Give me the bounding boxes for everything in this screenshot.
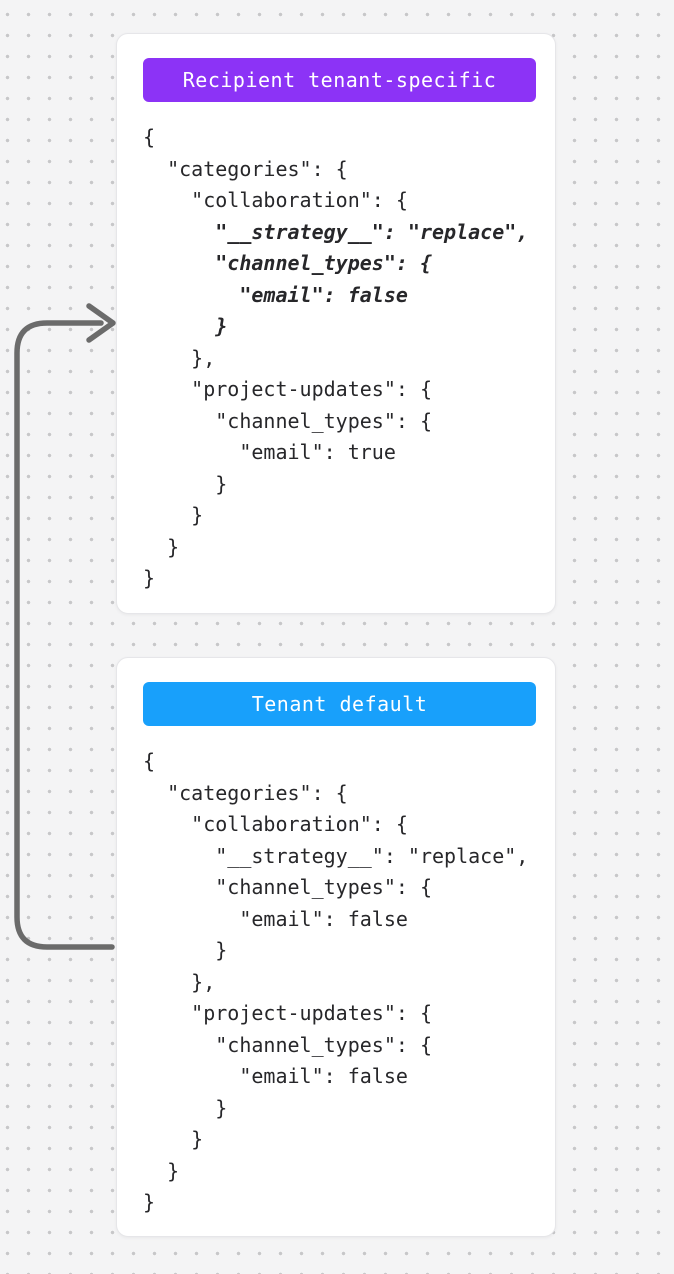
code-line: "email": false: [143, 1064, 408, 1088]
code-line: "collaboration": {: [143, 188, 408, 212]
code-line: }: [143, 1127, 204, 1151]
code-line: }: [143, 1158, 180, 1183]
code-line: "collaboration": {: [143, 812, 408, 836]
merge-arrow-shaft: [14, 320, 115, 950]
code-line: }: [143, 503, 204, 527]
code-line: },: [143, 345, 216, 370]
code-line: "email": false: [143, 282, 408, 307]
code-line: "project-updates": {: [143, 1001, 432, 1025]
code-line: "categories": {: [143, 156, 348, 181]
badge-tenant-default: Tenant default: [143, 682, 536, 726]
code-line: }: [143, 471, 228, 496]
code-line: "categories": {: [143, 780, 348, 805]
code-line: "__strategy__": "replace",: [143, 843, 529, 868]
merge-arrow-head: [86, 303, 116, 343]
code-line: "channel_types": {: [143, 875, 432, 899]
code-line: "project-updates": {: [143, 377, 432, 401]
code-line: }: [143, 938, 228, 962]
code-block-recipient-tenant-specific: { "categories": { "collaboration": { "__…: [117, 122, 555, 595]
code-line: {: [143, 125, 156, 149]
code-line: {: [143, 749, 156, 773]
code-line: }: [143, 1190, 156, 1214]
code-line: "email": false: [143, 906, 408, 931]
code-line: "channel_types": {: [143, 251, 432, 275]
badge-recipient-tenant-specific: Recipient tenant-specific: [143, 58, 536, 102]
code-block-tenant-default: { "categories": { "collaboration": { "__…: [117, 746, 555, 1219]
card-recipient-tenant-specific: Recipient tenant-specific { "categories"…: [116, 33, 556, 614]
code-line: "email": true: [143, 440, 396, 464]
code-line: }: [143, 534, 180, 559]
code-line: },: [143, 969, 216, 994]
code-line: }: [143, 566, 156, 590]
card-tenant-default: Tenant default { "categories": { "collab…: [116, 657, 556, 1237]
code-line: }: [143, 1095, 228, 1120]
code-line: "__strategy__": "replace",: [143, 219, 529, 244]
code-line: "channel_types": {: [143, 408, 432, 433]
code-line: }: [143, 314, 228, 338]
code-line: "channel_types": {: [143, 1032, 432, 1057]
